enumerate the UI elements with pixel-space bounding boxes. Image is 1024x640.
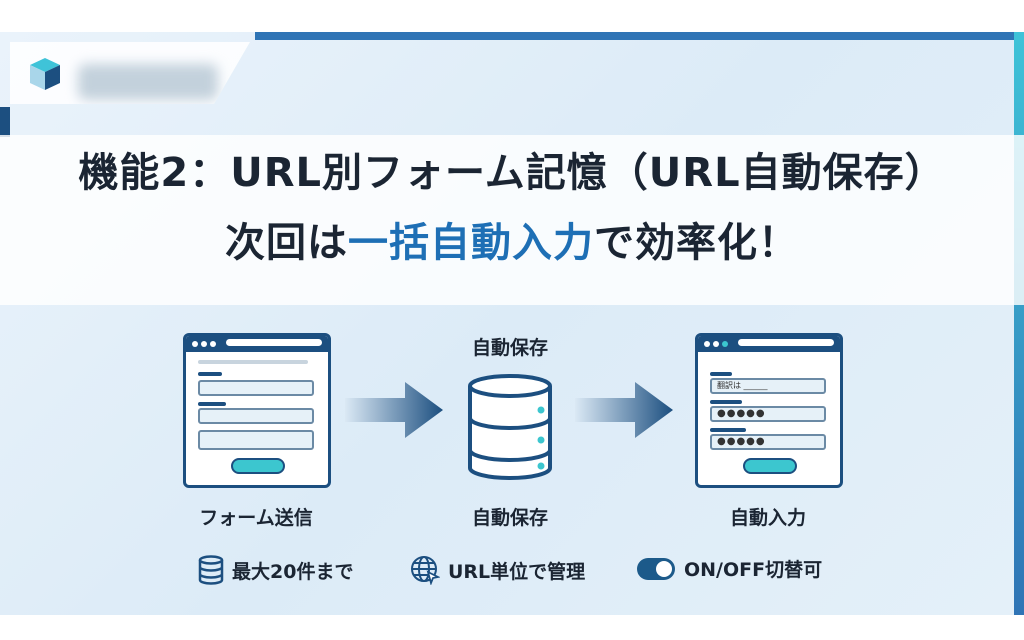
form-field <box>198 380 314 396</box>
database-icon <box>198 555 224 585</box>
feature-toggle: ON/OFF切替可 <box>636 555 822 582</box>
feature-label: ON/OFF切替可 <box>684 559 823 581</box>
logo-area <box>10 42 250 104</box>
step3-label: 自動入力 <box>729 507 806 529</box>
title-highlight: 一括自動入力 <box>348 220 594 266</box>
arrow-right-icon <box>345 382 443 438</box>
feature-label: 最大20件まで <box>232 560 354 583</box>
infographic <box>0 32 1024 615</box>
feature-max-items: 最大20件まで <box>198 555 353 585</box>
step1-label: フォーム送信 <box>199 507 313 529</box>
password-field: ●●●●● <box>710 406 826 422</box>
form-window-autofill: 翻訳は ______ ●●●●● ●●●●● <box>695 333 843 488</box>
cube-logo-icon <box>30 58 60 90</box>
step2-label: 自動保存 <box>471 507 548 529</box>
title-prefix: 次回は <box>225 220 348 266</box>
globe-cursor-icon <box>411 556 440 585</box>
submit-button <box>231 458 285 474</box>
right-accent-bar <box>1014 32 1024 615</box>
feature-url-managed: URL単位で管理 <box>410 555 585 585</box>
submit-button <box>743 458 797 474</box>
form-window-submit <box>183 333 331 488</box>
step2-top-label: 自動保存 <box>471 337 548 359</box>
title-band <box>0 135 1024 305</box>
form-field <box>198 430 314 450</box>
database-icon <box>468 374 552 480</box>
blurred-logo-text <box>78 64 218 100</box>
title-line-1: 機能2：URL別フォーム記憶（URL自動保存） <box>78 150 946 196</box>
left-accent-bar <box>0 107 10 137</box>
autofilled-field: 翻訳は ______ <box>710 378 826 394</box>
password-field: ●●●●● <box>710 434 826 450</box>
feature-label: URL単位で管理 <box>448 560 586 583</box>
top-accent-bar <box>255 32 1024 40</box>
arrow-right-icon <box>575 382 673 438</box>
title-suffix: で効率化！ <box>594 220 799 266</box>
form-field <box>198 408 314 424</box>
title-line-2: 次回は一括自動入力で効率化！ <box>0 210 1024 268</box>
toggle-icon <box>637 557 675 580</box>
